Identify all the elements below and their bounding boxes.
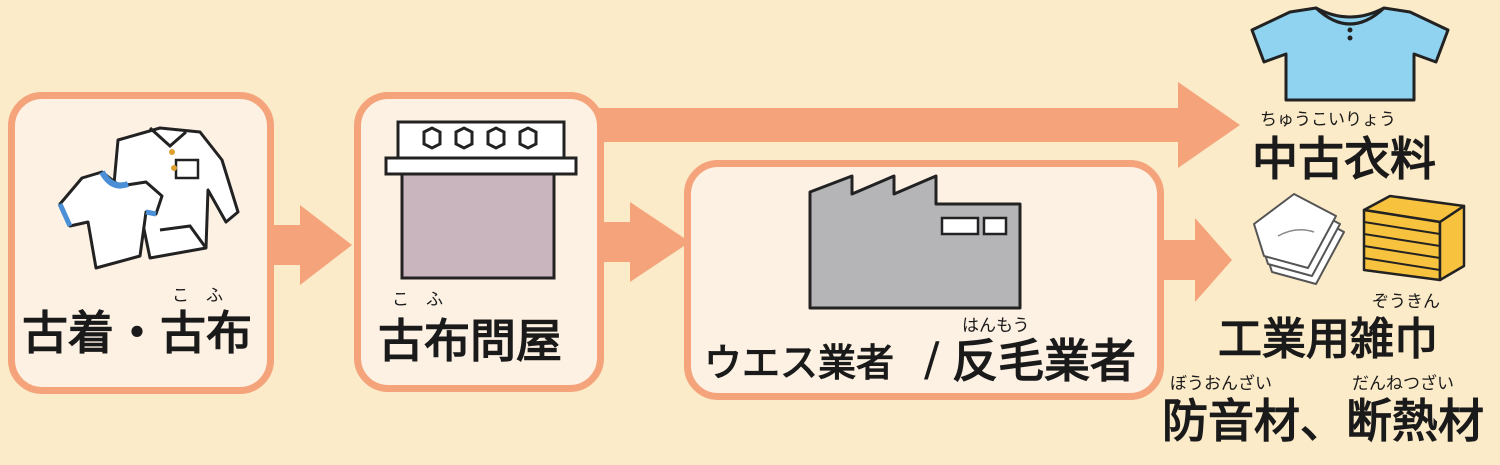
arrow-3 (598, 82, 1240, 168)
old-clothes-label: 古着・古布 (22, 306, 252, 360)
wholesaler-label: 古布問屋 (378, 314, 562, 368)
used-clothing-label: 中古衣料 (1252, 132, 1436, 186)
wholesaler-ruby: こ ふ (392, 290, 443, 310)
insulation-ruby-right: だんねつざい (1352, 374, 1454, 394)
industrial-rags-ruby: ぞうきん (1372, 292, 1440, 312)
arrow-2 (598, 202, 690, 282)
waste-dealer-separator: / (924, 332, 940, 386)
used-clothing-ruby: ちゅうこいりょう (1260, 110, 1396, 130)
insulation-ruby-left: ぼうおんざい (1170, 374, 1272, 394)
industrial-rags-label: 工業用雑巾 (1218, 314, 1438, 365)
arrow-1 (270, 205, 352, 285)
waste-dealer-label-2: 反毛業者 (952, 334, 1136, 388)
insulation-label: 防音材、断熱材 (1162, 394, 1484, 448)
old-clothes-ruby: こ ふ (172, 286, 223, 306)
waste-dealer-ruby: はんもう (962, 316, 1030, 336)
waste-dealer-label-1: ウエス業者 (704, 341, 895, 385)
arrow-4 (1155, 218, 1232, 302)
